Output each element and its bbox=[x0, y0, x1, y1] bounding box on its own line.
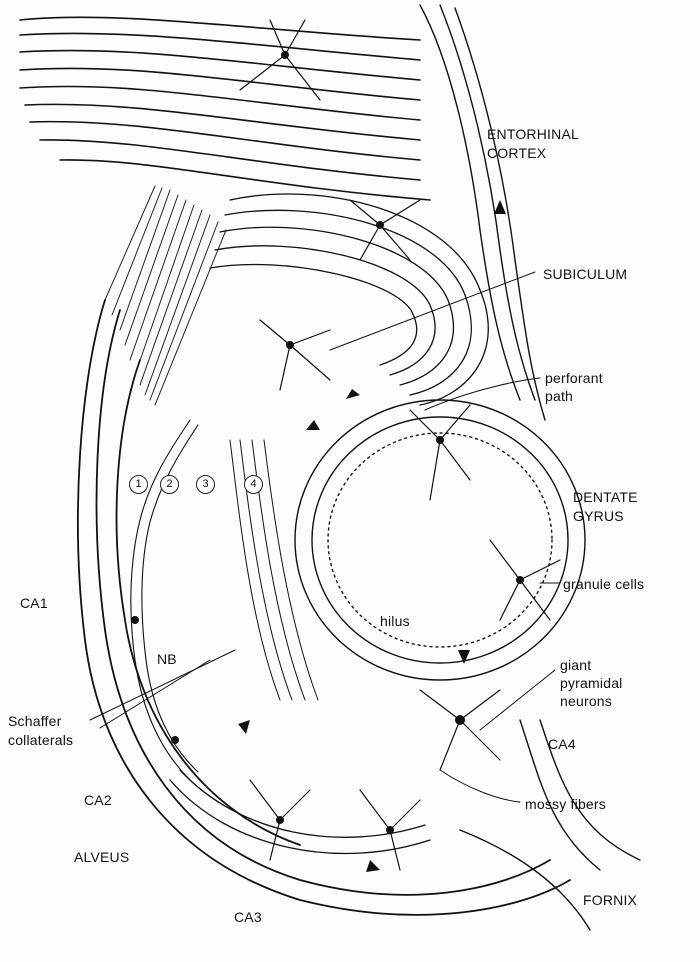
cortex-boundaries bbox=[419, 4, 546, 421]
flow-arrows bbox=[238, 200, 506, 872]
layer-marker-3: 3 bbox=[196, 475, 215, 494]
label-ca3: CA3 bbox=[234, 909, 262, 925]
label-ca1: CA1 bbox=[20, 595, 48, 611]
label-alveus: ALVEUS bbox=[74, 849, 130, 865]
label-ca4: CA4 bbox=[548, 736, 576, 752]
label-entorhinal-cortex-line2: CORTEX bbox=[487, 145, 547, 161]
hippocampus-outline bbox=[77, 299, 571, 916]
label-schaffer-collaterals-line2: collaterals bbox=[8, 732, 74, 748]
label-ca2: CA2 bbox=[84, 792, 112, 808]
dentate-gyrus bbox=[294, 399, 586, 681]
label-dentate-gyrus-line2: GYRUS bbox=[573, 508, 624, 524]
schaffer-fibers bbox=[229, 439, 319, 701]
label-giant-pyramidal-line2: pyramidal bbox=[560, 675, 623, 691]
label-mossy-fibers: mossy fibers bbox=[525, 796, 606, 812]
neurons bbox=[239, 19, 561, 871]
label-fornix: FORNIX bbox=[583, 892, 638, 908]
label-hilus: hilus bbox=[380, 613, 410, 629]
hatched-region bbox=[104, 185, 227, 406]
label-perforant-path-line1: perforant bbox=[545, 370, 603, 386]
layer-marker-4: 4 bbox=[244, 475, 263, 494]
label-entorhinal-cortex-line1: ENTORHINAL bbox=[487, 126, 579, 142]
label-subiculum: SUBICULUM bbox=[543, 266, 628, 282]
ca3-band bbox=[169, 769, 431, 855]
entorhinal-fiber-bands bbox=[19, 16, 431, 201]
label-giant-pyramidal-line3: neurons bbox=[560, 693, 612, 709]
neuron-somata bbox=[131, 51, 524, 834]
layer-marker-2: 2 bbox=[160, 475, 179, 494]
label-dentate-gyrus-line1: DENTATE bbox=[573, 489, 638, 505]
label-giant-pyramidal-line1: giant bbox=[560, 657, 592, 673]
leader-lines bbox=[89, 271, 561, 803]
label-nb: NB bbox=[157, 651, 177, 667]
fornix-fibers bbox=[459, 719, 641, 931]
pyramidal-cell-layer bbox=[130, 419, 199, 781]
label-schaffer-collaterals-line1: Schaffer bbox=[8, 713, 62, 729]
subiculum-arcs bbox=[209, 193, 489, 406]
label-granule-cells: granule cells bbox=[563, 576, 645, 592]
layer-marker-1: 1 bbox=[129, 475, 148, 494]
label-perforant-path-line2: path bbox=[545, 388, 574, 404]
